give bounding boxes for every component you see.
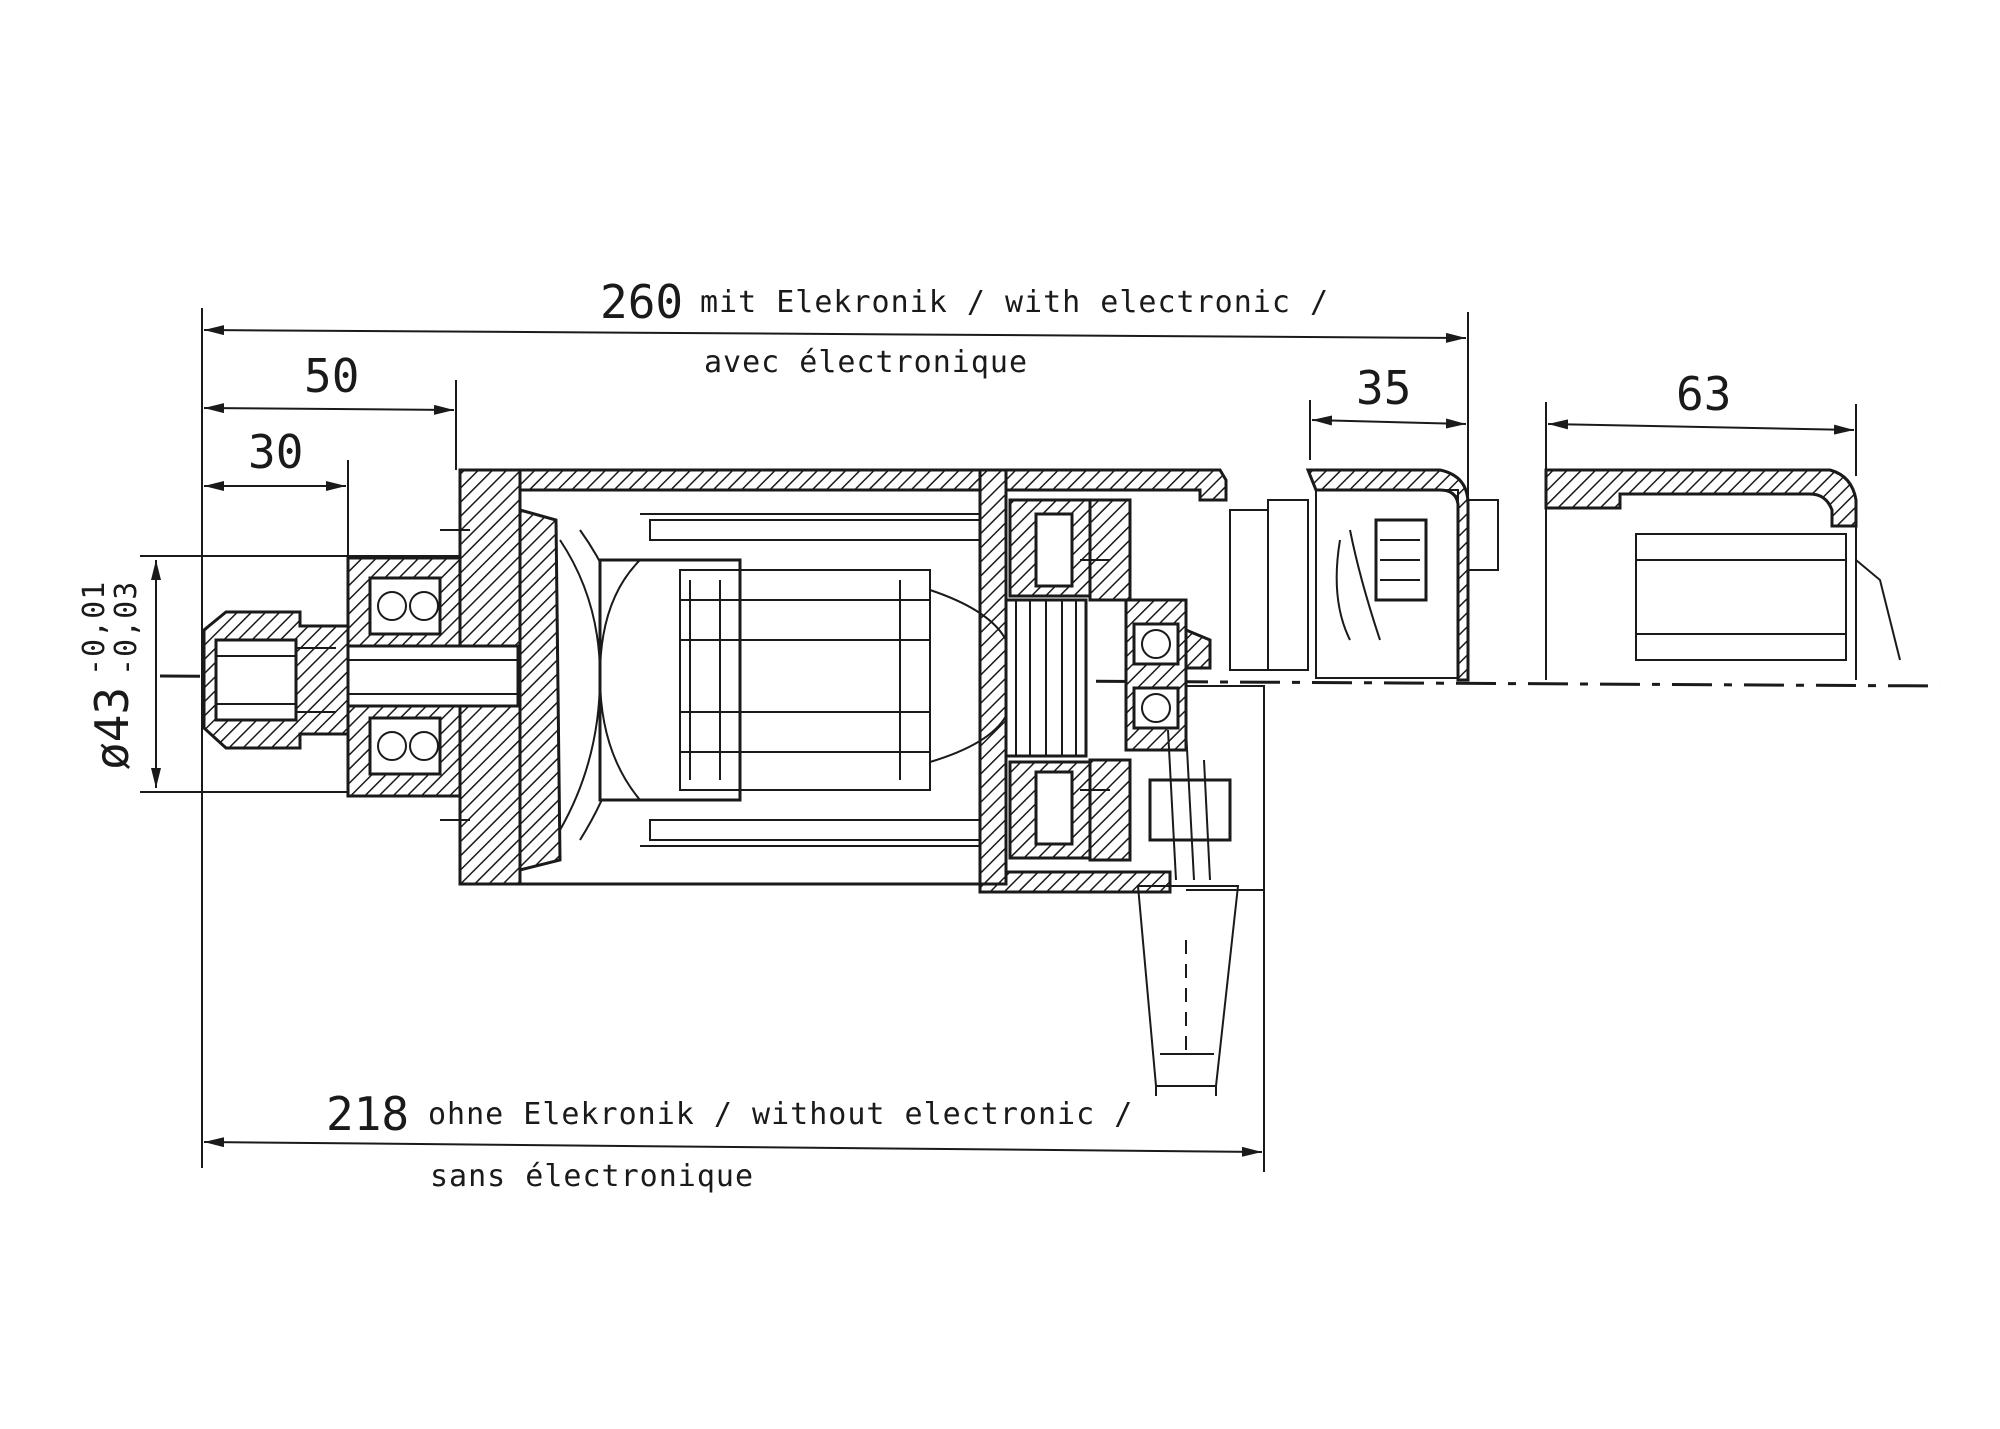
dimension-218-value: 218 <box>326 1087 409 1141</box>
front-shaft-assembly <box>202 556 520 798</box>
dimension-30: 30 <box>204 425 349 560</box>
diameter-nominal: ø43 <box>85 687 139 770</box>
dimension-218-label-1: ohne Elekronik / without electronic / <box>428 1097 1133 1132</box>
diameter-upper-tol: -0,01 <box>77 581 112 676</box>
dimension-50: 50 <box>203 349 457 470</box>
dimension-260-label-2: avec électronique <box>704 345 1028 380</box>
rear-bearing <box>1124 598 1212 752</box>
dimension-63: 63 <box>1545 367 1857 476</box>
dimension-35: 35 <box>1309 361 1467 460</box>
dimension-50-value: 50 <box>304 349 359 403</box>
connector-box <box>1148 685 1265 891</box>
dimension-diameter: ø43 -0,01 -0,03 <box>77 555 470 793</box>
diameter-lower-tol: -0,03 <box>109 581 144 676</box>
dimension-260-label-1: mit Elekronik / with electronic / <box>700 285 1329 320</box>
cover-detail <box>1544 468 1901 680</box>
dimension-63-value: 63 <box>1676 367 1731 421</box>
dimension-260: 260 mit Elekronik / with electronic / av… <box>201 275 1469 1168</box>
misc-details <box>440 529 1110 821</box>
brush-holders <box>1008 498 1132 862</box>
rotor-stator <box>598 513 1088 847</box>
dimension-35-value: 35 <box>1356 361 1411 415</box>
dimension-218: 218 ohne Elekronik / without electronic … <box>203 690 1265 1194</box>
dimension-218-label-2: sans électronique <box>430 1159 754 1194</box>
dimension-260-value: 260 <box>600 275 683 329</box>
dimension-30-value: 30 <box>248 425 303 479</box>
electronics-module <box>1229 468 1499 682</box>
cable-outlet <box>1136 885 1240 1096</box>
